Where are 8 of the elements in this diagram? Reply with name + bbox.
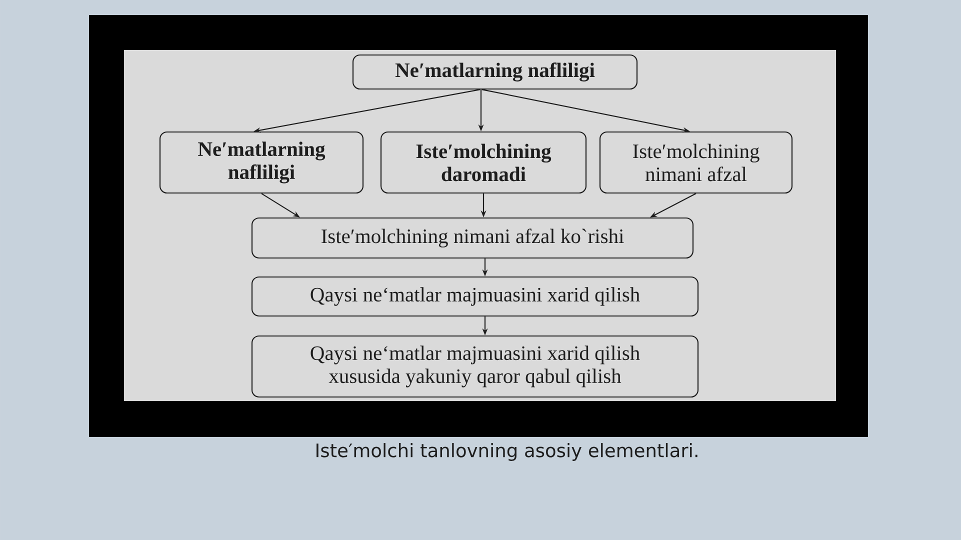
- process-box: Ne′matlarning nafliligi: [159, 131, 364, 194]
- process-box: Iste′molchining nimani afzal ko`rishi: [251, 217, 694, 259]
- process-box: Iste′molchining nimani afzal: [599, 131, 793, 194]
- process-box: Iste′molchining daromadi: [380, 131, 587, 194]
- process-box: Qaysi ne‘matlar majmuasini xarid qilish: [251, 276, 699, 317]
- process-box: Ne′matlarning nafliligi: [352, 54, 638, 90]
- caption: Iste′molchi tanlovning asosiy elementlari.: [316, 443, 698, 461]
- process-box: Qaysi ne‘matlar majmuasini xarid qilish xususida yakuniy qaror qabul qilish: [251, 335, 699, 398]
